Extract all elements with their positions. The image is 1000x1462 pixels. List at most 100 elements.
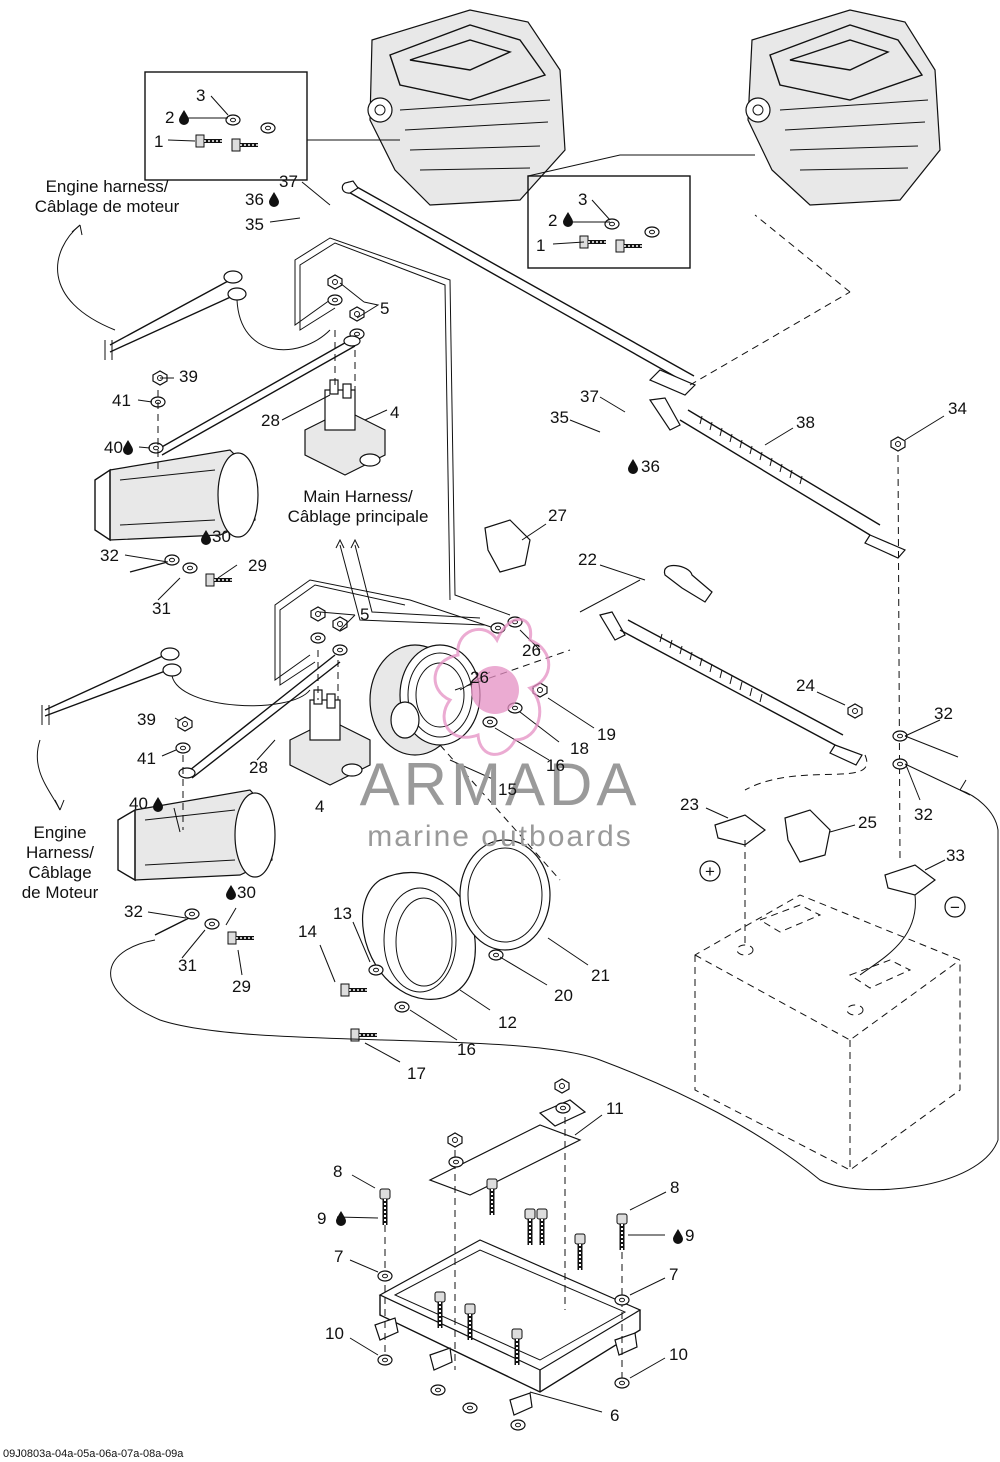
callout-35: 35 [245,215,264,234]
callout-32b: 32 [934,704,953,723]
caption-engine-harness-left-line4: de Moteur [22,883,99,902]
callout-12: 12 [498,1013,517,1032]
mounting-plate-12 [361,871,476,1000]
callout-39: 39 [179,367,198,386]
solenoid-upper [159,274,386,476]
callout-31: 31 [152,599,171,618]
callout-41b: 41 [137,749,156,768]
callout-18: 18 [570,739,589,758]
callout-40b: 40 [129,794,148,813]
callout-28: 28 [261,411,280,430]
callout-23: 23 [680,795,699,814]
callout-14: 14 [298,922,317,941]
callout-1: 1 [154,132,163,151]
caption-main-harness-line2: Câblage principale [288,507,429,526]
callout-9: 9 [317,1209,326,1228]
caption-engine-harness-left-line1: Engine [34,823,87,842]
callout-34: 34 [948,399,967,418]
harness-routing-loop [36,224,999,1191]
callout-21: 21 [591,966,610,985]
callout-2: 2 [165,108,174,127]
flywheel-assembly [369,616,571,881]
battery-tray [374,1239,642,1416]
caption-engine-harness-left-line3: Câblage [28,863,91,882]
terminal-positive [714,814,766,945]
callout-16: 16 [546,756,565,775]
watermark-brand: ARMADA [360,751,641,818]
callout-6: 6 [610,1406,619,1425]
callout-37b: 37 [580,387,599,406]
watermark-logo [433,617,551,756]
callout-30b: 30 [237,883,256,902]
caption-engine-harness-left-line2: Harness/ [26,843,94,862]
callout-36b: 36 [641,457,660,476]
engine-right [745,9,941,206]
main-harness-wire-lower [274,538,501,686]
callout-8: 8 [333,1162,342,1181]
callout-25: 25 [858,813,877,832]
callout-9b: 9 [685,1226,694,1245]
callout-1b: 1 [536,236,545,255]
reference-code: 09J0803a-04a-05a-06a-07a-08a-09a [3,1448,184,1460]
watermark-tagline: marine outboards [367,820,632,853]
callout-41: 41 [112,391,131,410]
callout-16b: 16 [457,1040,476,1059]
callout-40: 40 [104,438,123,457]
callout-11: 11 [606,1099,624,1118]
callout-28b: 28 [249,758,268,777]
callout-29b: 29 [232,977,251,996]
caption-engine-harness-top-line2: Câblage de moteur [35,197,180,216]
ground-strap-upper [341,180,851,396]
inset-box-right [527,154,755,269]
cable-22 [579,565,863,766]
terminal-negative [859,864,936,976]
callout-29: 29 [248,556,267,575]
callout-32c: 32 [914,805,933,824]
callout-2b: 2 [548,211,557,230]
callout-17: 17 [407,1064,426,1083]
callout-20: 20 [554,986,573,1005]
callout-22: 22 [578,550,597,569]
callout-5: 5 [380,299,389,318]
gasket-21 [459,839,551,951]
callout-30: 30 [212,527,231,546]
callout-32d: 32 [124,902,143,921]
callout-32: 32 [100,546,119,565]
callout-10b: 10 [669,1345,688,1364]
callout-10: 10 [325,1324,344,1343]
callout-31b: 31 [178,956,197,975]
callout-37: 37 [279,172,298,191]
engine-left [367,9,566,206]
callout-5b: 5 [360,605,369,624]
callout-27: 27 [548,506,567,525]
starter-motor-lower [117,716,276,946]
callout-8b: 8 [670,1178,679,1197]
callout-7b: 7 [669,1265,678,1284]
callout-3: 3 [196,86,205,105]
engine-harness-lower [41,647,311,725]
callout-35b: 35 [550,408,569,427]
caption-engine-harness-top-line1: Engine harness/ [46,177,169,196]
callout-13: 13 [333,904,352,923]
callout-labels: 1 2 3 1 2 3 37 36 35 5 39 41 4 28 40 30 … [100,86,967,1425]
callout-26b: 26 [470,668,489,687]
engine-harness-upper [104,270,331,360]
callout-39b: 39 [137,710,156,729]
callout-38: 38 [796,413,815,432]
main-harness-wire-upper [294,237,511,616]
terminal-caps [484,519,831,863]
positive-symbol: + [699,860,721,882]
leader-lines [124,95,946,1413]
svg-text:−: − [950,898,960,917]
callout-33: 33 [946,846,965,865]
caption-main-harness-line1: Main Harness/ [303,487,413,506]
callout-15: 15 [498,780,517,799]
inset-box-left [144,71,400,181]
starter-motor-upper [94,370,259,588]
svg-text:+: + [705,862,715,881]
ground-hardware-34 [744,436,961,861]
callout-26: 26 [522,641,541,660]
callout-36: 36 [245,190,264,209]
callout-4b: 4 [315,797,324,816]
